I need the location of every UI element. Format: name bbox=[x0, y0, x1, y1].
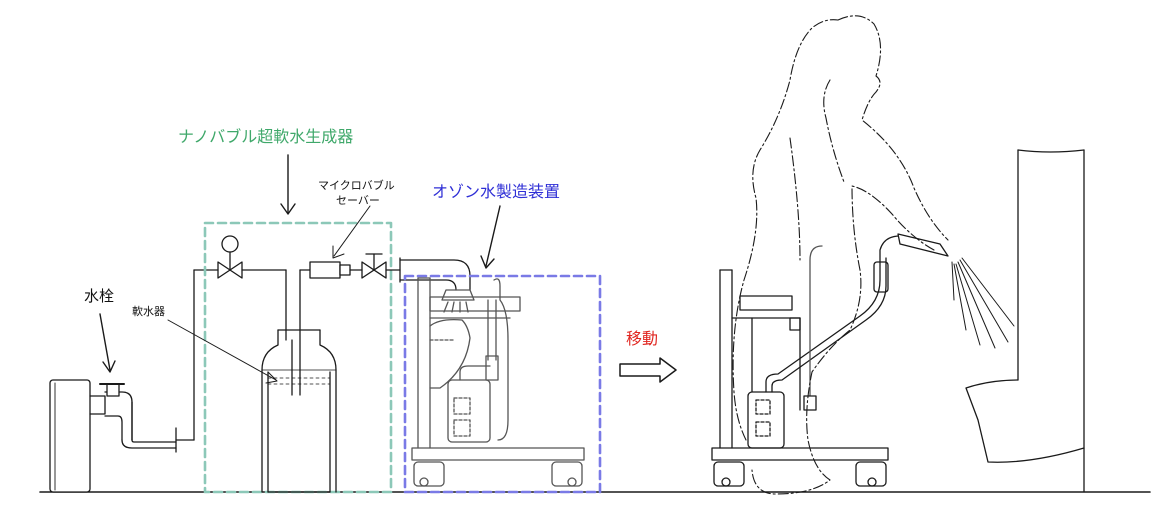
ozone-cart-right bbox=[711, 233, 949, 487]
ozone-cart-left bbox=[411, 277, 585, 487]
softener-tank bbox=[217, 235, 337, 493]
microbubble-saver-label-line1: マイクロバブル bbox=[318, 179, 395, 192]
wall-and-urinal bbox=[965, 149, 1085, 493]
faucet-label: 水栓 bbox=[84, 287, 115, 305]
move-label: 移動 bbox=[626, 329, 659, 348]
nanobubble-generator-label: ナノバブル超軟水生成器 bbox=[178, 127, 354, 146]
worker-outline bbox=[732, 15, 949, 495]
arrow-nanobubble bbox=[280, 154, 296, 215]
arrow-ozone bbox=[480, 205, 501, 269]
arrow-move bbox=[619, 357, 677, 383]
arrow-faucet bbox=[99, 313, 116, 373]
ozone-device-box bbox=[403, 274, 602, 494]
softener-label: 軟水器 bbox=[132, 305, 165, 318]
arrow-softener bbox=[167, 319, 278, 384]
ozone-device-label: オゾン水製造装置 bbox=[432, 182, 561, 201]
spray-lines bbox=[951, 257, 1015, 349]
microbubble-saver bbox=[309, 253, 401, 283]
arrow-saver bbox=[332, 205, 371, 259]
microbubble-saver-label-line2: セーバー bbox=[336, 194, 380, 207]
faucet-unit bbox=[49, 269, 219, 493]
